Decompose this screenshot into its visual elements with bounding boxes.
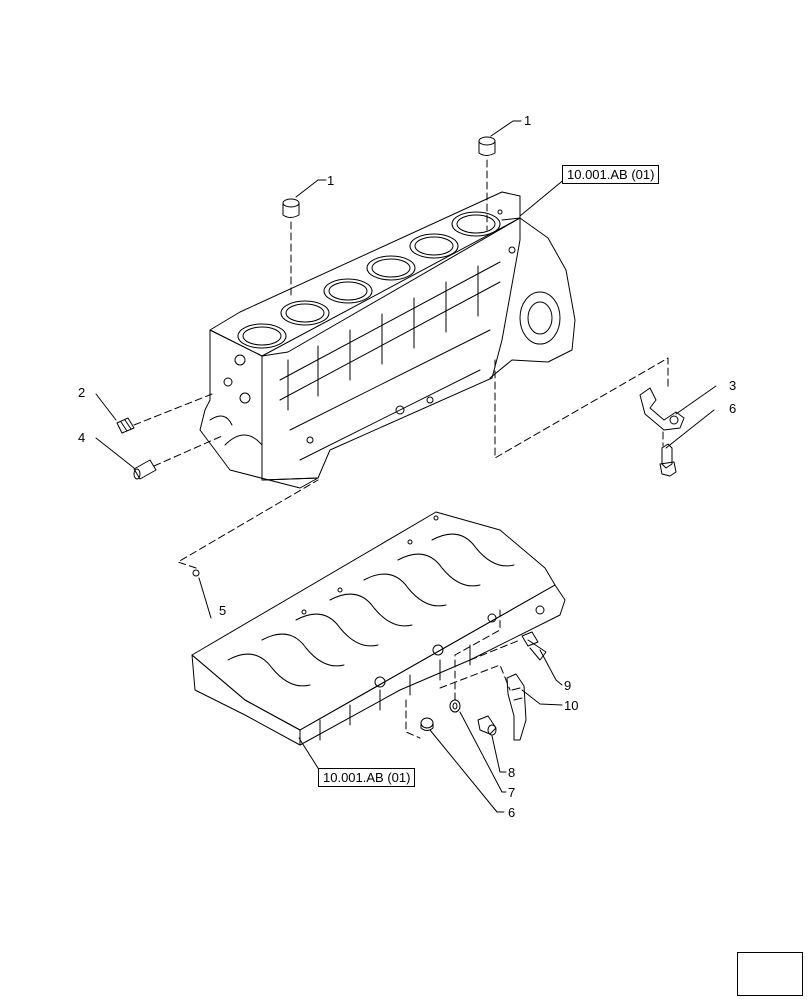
leader-lines [95, 120, 717, 813]
callout-1a: 1 [327, 173, 335, 188]
nozzle-10 [506, 673, 527, 741]
callout-7: 7 [508, 785, 516, 800]
callout-10: 10 [564, 698, 579, 713]
callout-4: 4 [78, 430, 86, 445]
screw-6a [659, 443, 677, 477]
plug-4 [133, 459, 157, 480]
callout-5: 5 [219, 603, 227, 618]
callout-9: 9 [564, 678, 572, 693]
callout-3: 3 [729, 378, 737, 393]
banjo-screw-8 [477, 715, 497, 736]
callout-2: 2 [78, 385, 86, 400]
dowel-sleeve-1a [282, 198, 300, 218]
reference-box-top[interactable]: 10.001.AB (01) [562, 165, 660, 184]
callout-6a: 6 [729, 401, 737, 416]
navigation-button[interactable] [737, 952, 803, 996]
pin-2 [116, 417, 135, 434]
callout-1b: 1 [524, 113, 532, 128]
engine-block [199, 191, 576, 489]
bearing-carrier [191, 511, 566, 746]
reference-box-bottom[interactable]: 10.001.AB (01) [318, 768, 416, 787]
plug-6b [420, 717, 434, 731]
assembly-lines [133, 159, 669, 739]
screw-9 [521, 631, 547, 661]
callout-6b: 6 [508, 805, 516, 820]
washer-7 [449, 699, 461, 713]
ball-5 [192, 569, 200, 577]
bracket-3 [639, 387, 685, 431]
callout-8: 8 [508, 765, 516, 780]
dowel-sleeve-1b [478, 136, 496, 156]
